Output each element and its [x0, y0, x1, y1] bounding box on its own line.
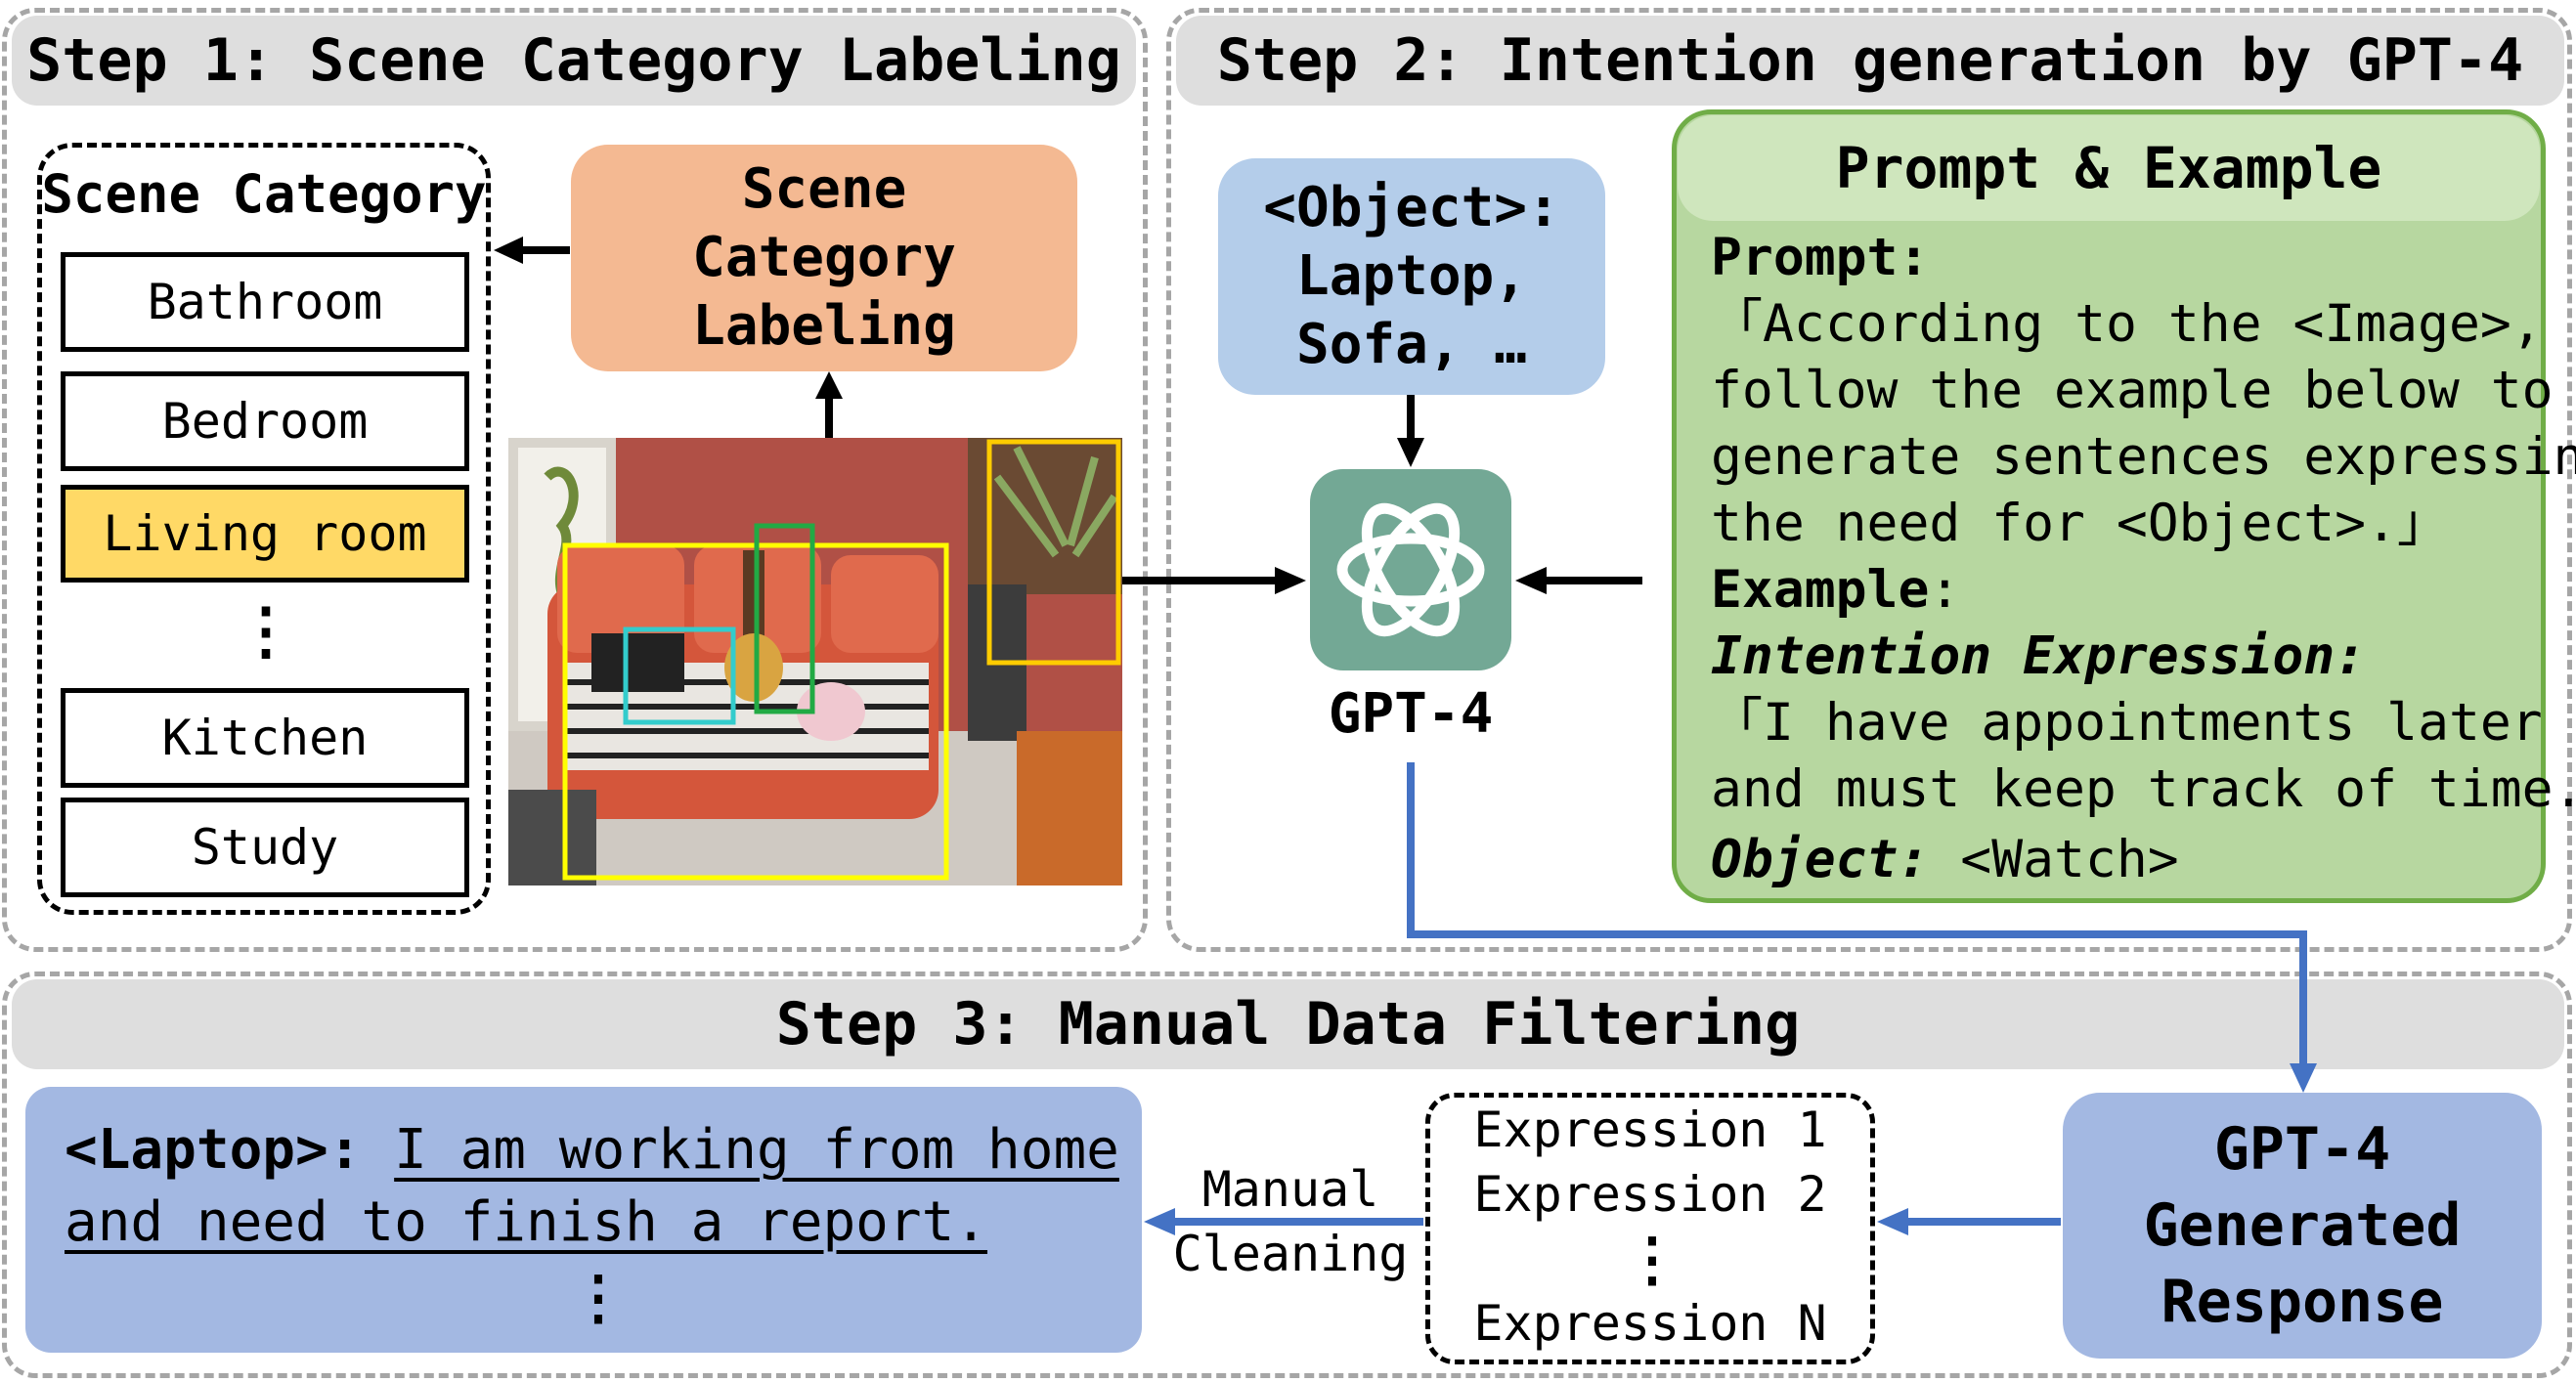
- category-bathroom: Bathroom: [61, 252, 469, 352]
- step1-title: Step 1: Scene Category Labeling: [12, 16, 1136, 106]
- prompt-example-title: Prompt & Example: [1678, 115, 2540, 221]
- prompt-line-1: 「According to the <Image>,: [1711, 294, 2543, 354]
- manual-cleaning-line-1: Manual: [1201, 1161, 1379, 1218]
- response-line-3: Response: [2161, 1268, 2444, 1336]
- step2-title: Step 2: Intention generation by GPT-4: [1176, 16, 2564, 106]
- gpt-logo: [1310, 469, 1511, 670]
- step2-panel: [1166, 8, 2572, 952]
- prompt-body: Prompt: 「According to the <Image>, follo…: [1711, 225, 2576, 893]
- generated-response-box: GPT-4 Generated Response: [2063, 1093, 2542, 1359]
- category-kitchen: Kitchen: [61, 688, 469, 788]
- intention-line-1: 「I have appointments later: [1711, 693, 2543, 753]
- object-row: Object: <Watch>: [1711, 827, 2542, 893]
- output-box: [25, 1087, 1142, 1353]
- labeling-line-3: Labeling: [692, 294, 956, 358]
- example-row: Example:: [1711, 557, 2542, 624]
- prompt-example-panel: [1672, 109, 2546, 903]
- example-label: Example: [1711, 560, 1930, 620]
- expression-n: Expression N: [1473, 1295, 1827, 1352]
- manual-cleaning-line-2: Cleaning: [1172, 1226, 1409, 1282]
- manual-cleaning-label: Manual Cleaning: [1154, 1157, 1427, 1286]
- prompt-line-2: follow the example below to: [1711, 361, 2554, 420]
- labeling-line-1: Scene: [741, 157, 907, 221]
- expression-ellipsis: ⋮: [1623, 1226, 1681, 1294]
- category-bedroom: Bedroom: [61, 371, 469, 471]
- living-room-photo: [508, 438, 1122, 885]
- output-text-1: I am working from home: [394, 1118, 1119, 1182]
- category-living-room: Living room: [61, 485, 469, 583]
- openai-icon: [1336, 502, 1485, 637]
- prompt-line-3: generate sentences expressing: [1711, 427, 2576, 487]
- expression-1: Expression 1: [1473, 1101, 1827, 1158]
- step1-panel: [2, 8, 1148, 952]
- scene-category-panel: [37, 143, 491, 915]
- response-line-2: Generated: [2143, 1191, 2462, 1260]
- expression-2: Expression 2: [1473, 1166, 1827, 1223]
- prompt-label: Prompt:: [1711, 228, 1930, 287]
- gpt-label: GPT-4: [1328, 682, 1494, 746]
- scene-category-labeling-box: Scene Category Labeling: [571, 145, 1077, 371]
- output-line-2: and need to finish a report.: [65, 1187, 1130, 1259]
- category-ellipsis: ⋮: [235, 595, 297, 668]
- intention-line-2: and must keep track of time.」: [1711, 759, 2576, 819]
- object-box: <Object>: Laptop, Sofa, …: [1218, 158, 1605, 395]
- step3-panel: [2, 972, 2572, 1378]
- category-study: Study: [61, 798, 469, 897]
- example-colon: :: [1929, 560, 1961, 620]
- output-ellipsis: ⋮: [569, 1264, 628, 1332]
- output-text-2: and need to finish a report.: [65, 1190, 988, 1254]
- scene-category-heading: Scene Category: [41, 163, 487, 225]
- object-line-1: <Object>:: [1263, 176, 1560, 239]
- output-line-1: <Laptop>: I am working from home: [65, 1114, 1130, 1187]
- object-line-3: Sofa, …: [1295, 313, 1527, 376]
- labeling-line-2: Category: [692, 226, 956, 289]
- output-key: <Laptop>:: [65, 1118, 362, 1182]
- prompt-line-4: the need for <Object>.」: [1711, 494, 2449, 553]
- step3-title: Step 3: Manual Data Filtering: [12, 979, 2564, 1069]
- expressions-box: [1425, 1093, 1875, 1364]
- object-line-2: Laptop,: [1295, 244, 1527, 308]
- response-line-1: GPT-4: [2213, 1115, 2391, 1184]
- object-label: Object:: [1711, 830, 1930, 889]
- object-value: <Watch>: [1929, 830, 2179, 889]
- intention-label: Intention Expression:: [1711, 626, 2367, 686]
